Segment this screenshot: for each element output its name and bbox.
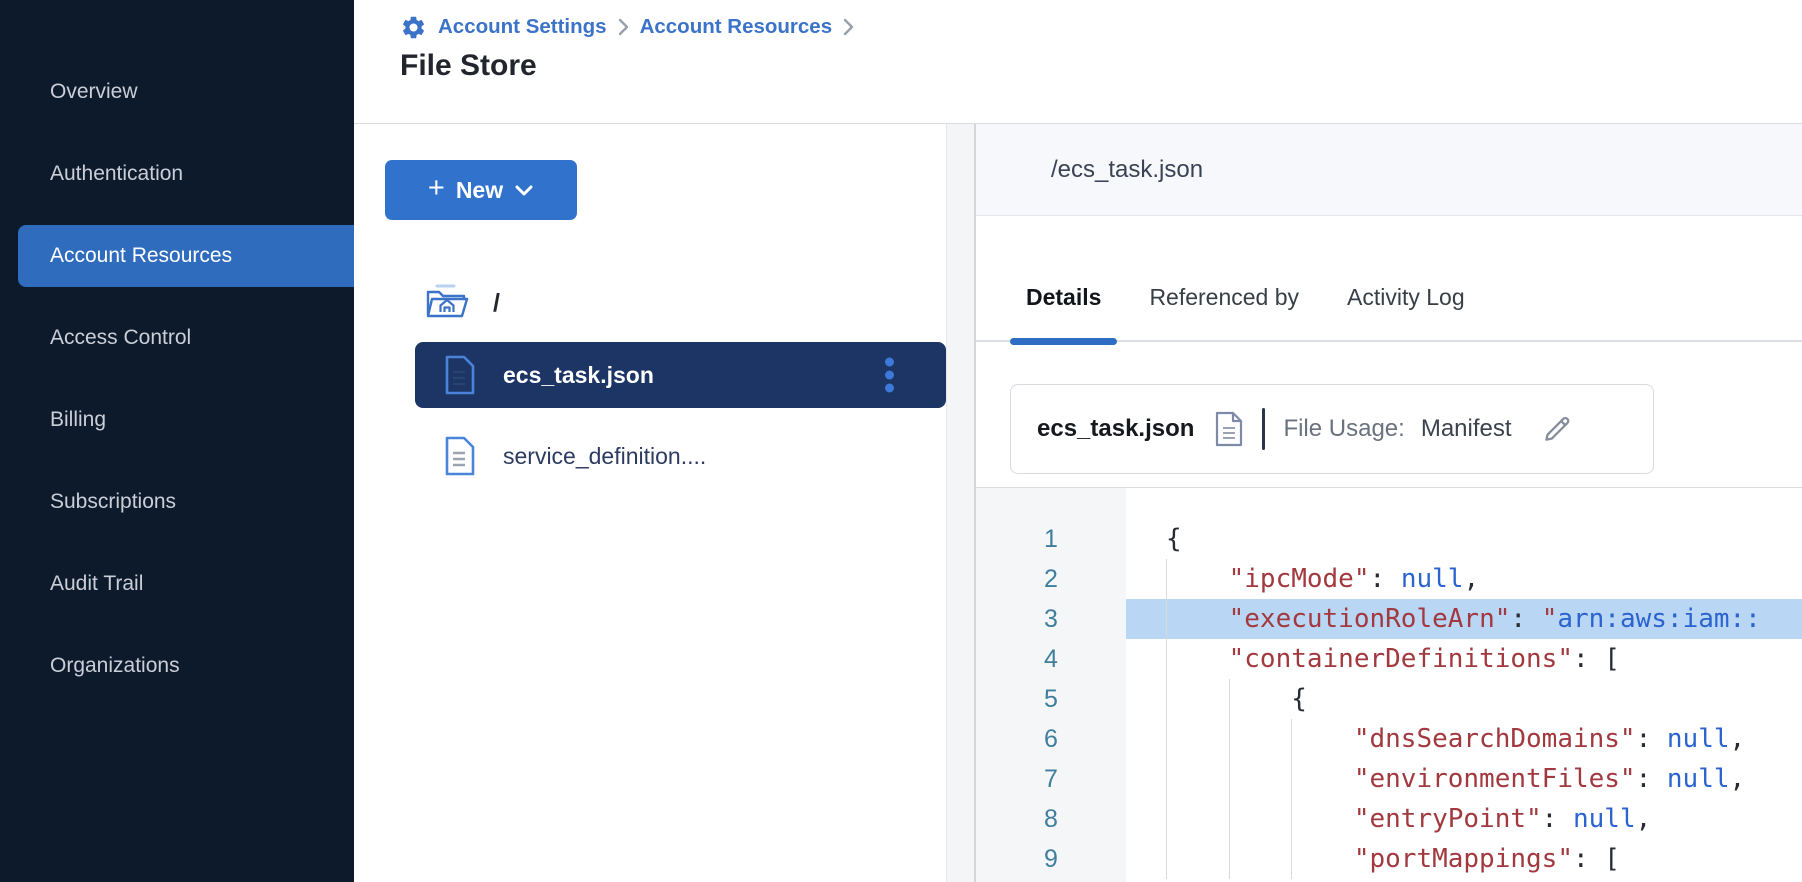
root-path-label: / (493, 289, 500, 318)
code-text: "containerDefinitions": [ (1126, 639, 1802, 679)
code-line: 9"portMappings": [ (976, 839, 1802, 879)
indent-guide (1291, 799, 1354, 839)
line-number: 7 (976, 759, 1126, 799)
code-lines: 1{2"ipcMode": null,3"executionRoleArn": … (976, 488, 1802, 879)
sidebar-item[interactable]: Organizations (0, 635, 354, 697)
file-name: ecs_task.json (503, 362, 654, 389)
code-text: "ipcMode": null, (1126, 559, 1802, 599)
page-header: Account Settings Account Resources File … (354, 0, 1802, 124)
breadcrumb-link-account-settings[interactable]: Account Settings (438, 15, 607, 39)
settings-sidebar: OverviewAuthenticationAccount ResourcesA… (0, 0, 354, 882)
code-text-highlighted: "executionRoleArn": "arn:aws:iam:: (1126, 599, 1802, 639)
file-path-header: /ecs_task.json (976, 124, 1802, 216)
sidebar-item[interactable]: Account Resources (18, 225, 354, 287)
chevron-down-icon (514, 184, 534, 197)
sidebar-item[interactable]: Subscriptions (0, 471, 354, 533)
code-line: 4"containerDefinitions": [ (976, 639, 1802, 679)
code-text: "portMappings": [ (1126, 839, 1802, 879)
new-button[interactable]: + New (385, 160, 577, 220)
code-line: 7"environmentFiles": null, (976, 759, 1802, 799)
breadcrumb-link-account-resources[interactable]: Account Resources (640, 15, 833, 39)
code-line: 5{ (976, 679, 1802, 719)
indent-guide (1166, 679, 1229, 719)
edit-pencil-icon[interactable] (1540, 412, 1574, 446)
panel-splitter[interactable] (946, 124, 976, 882)
content-area: + New / (354, 124, 1802, 882)
folder-home-icon (423, 282, 469, 324)
line-number: 9 (976, 839, 1126, 879)
indent-guide (1229, 679, 1292, 719)
code-line: 1{ (976, 519, 1802, 559)
code-line: 2"ipcMode": null, (976, 559, 1802, 599)
line-number: 3 (976, 599, 1126, 639)
code-text: { (1126, 679, 1802, 719)
file-usage-label: File Usage: (1283, 415, 1404, 443)
code-text: "dnsSearchDomains": null, (1126, 719, 1802, 759)
tab-label: Activity Log (1347, 284, 1465, 310)
page-title: File Store (400, 49, 1802, 83)
kebab-menu-icon[interactable] (881, 354, 898, 397)
line-number: 4 (976, 639, 1126, 679)
file-detail-panel: /ecs_task.json Details Referenced by Act… (976, 124, 1802, 882)
detail-tabs: Details Referenced by Activity Log (976, 216, 1802, 342)
indent-guide (1166, 719, 1229, 759)
document-icon (1214, 411, 1244, 447)
chevron-right-icon (618, 17, 629, 37)
gear-icon (400, 14, 427, 41)
file-icon (443, 436, 477, 476)
file-name: service_definition.... (503, 443, 706, 470)
file-tree-panel: + New / (354, 124, 946, 882)
code-text: "entryPoint": null, (1126, 799, 1802, 839)
line-number: 5 (976, 679, 1126, 719)
new-button-label: New (456, 177, 503, 204)
indent-guide (1166, 559, 1229, 599)
code-viewer[interactable]: 1{2"ipcMode": null,3"executionRoleArn": … (976, 487, 1802, 882)
file-list: ecs_task.json service_de (385, 342, 946, 488)
file-usage-value: Manifest (1421, 415, 1512, 443)
root-folder-row[interactable]: / (385, 282, 946, 324)
indent-guide (1229, 719, 1292, 759)
code-text: "environmentFiles": null, (1126, 759, 1802, 799)
line-number: 1 (976, 519, 1126, 559)
code-line: 8"entryPoint": null, (976, 799, 1802, 839)
code-text: { (1126, 519, 1802, 559)
indent-guide (1229, 799, 1292, 839)
chevron-right-icon (843, 17, 854, 37)
indent-guide (1166, 759, 1229, 799)
indent-guide (1229, 759, 1292, 799)
code-line: 6"dnsSearchDomains": null, (976, 719, 1802, 759)
indent-guide (1291, 719, 1354, 759)
indent-guide (1166, 839, 1229, 879)
indent-guide (1166, 799, 1229, 839)
sidebar-item[interactable]: Access Control (0, 307, 354, 369)
file-icon (443, 355, 477, 395)
indent-guide (1166, 599, 1229, 639)
vertical-divider (1262, 408, 1265, 450)
sidebar-item[interactable]: Authentication (0, 143, 354, 205)
breadcrumb: Account Settings Account Resources (400, 10, 1802, 44)
indent-guide (1166, 639, 1229, 679)
line-number: 6 (976, 719, 1126, 759)
line-number: 8 (976, 799, 1126, 839)
tab[interactable]: Details (1026, 284, 1101, 340)
file-info-card: ecs_task.json File Usage: Manifest (1010, 384, 1654, 474)
tab-label: Referenced by (1149, 284, 1299, 310)
file-row[interactable]: service_definition.... (415, 424, 946, 488)
file-card-name: ecs_task.json (1037, 415, 1194, 443)
tab-label: Details (1026, 284, 1101, 310)
tab[interactable]: Activity Log (1347, 284, 1465, 340)
file-row[interactable]: ecs_task.json (415, 342, 946, 408)
tab[interactable]: Referenced by (1149, 284, 1299, 340)
indent-guide (1229, 839, 1292, 879)
indent-guide (1291, 839, 1354, 879)
plus-icon: + (428, 174, 445, 203)
main-area: Account Settings Account Resources File … (354, 0, 1802, 882)
sidebar-item[interactable]: Overview (0, 61, 354, 123)
indent-guide (1291, 759, 1354, 799)
code-line: 3"executionRoleArn": "arn:aws:iam:: (976, 599, 1802, 639)
sidebar-item[interactable]: Audit Trail (0, 553, 354, 615)
sidebar-item[interactable]: Billing (0, 389, 354, 451)
line-number: 2 (976, 559, 1126, 599)
